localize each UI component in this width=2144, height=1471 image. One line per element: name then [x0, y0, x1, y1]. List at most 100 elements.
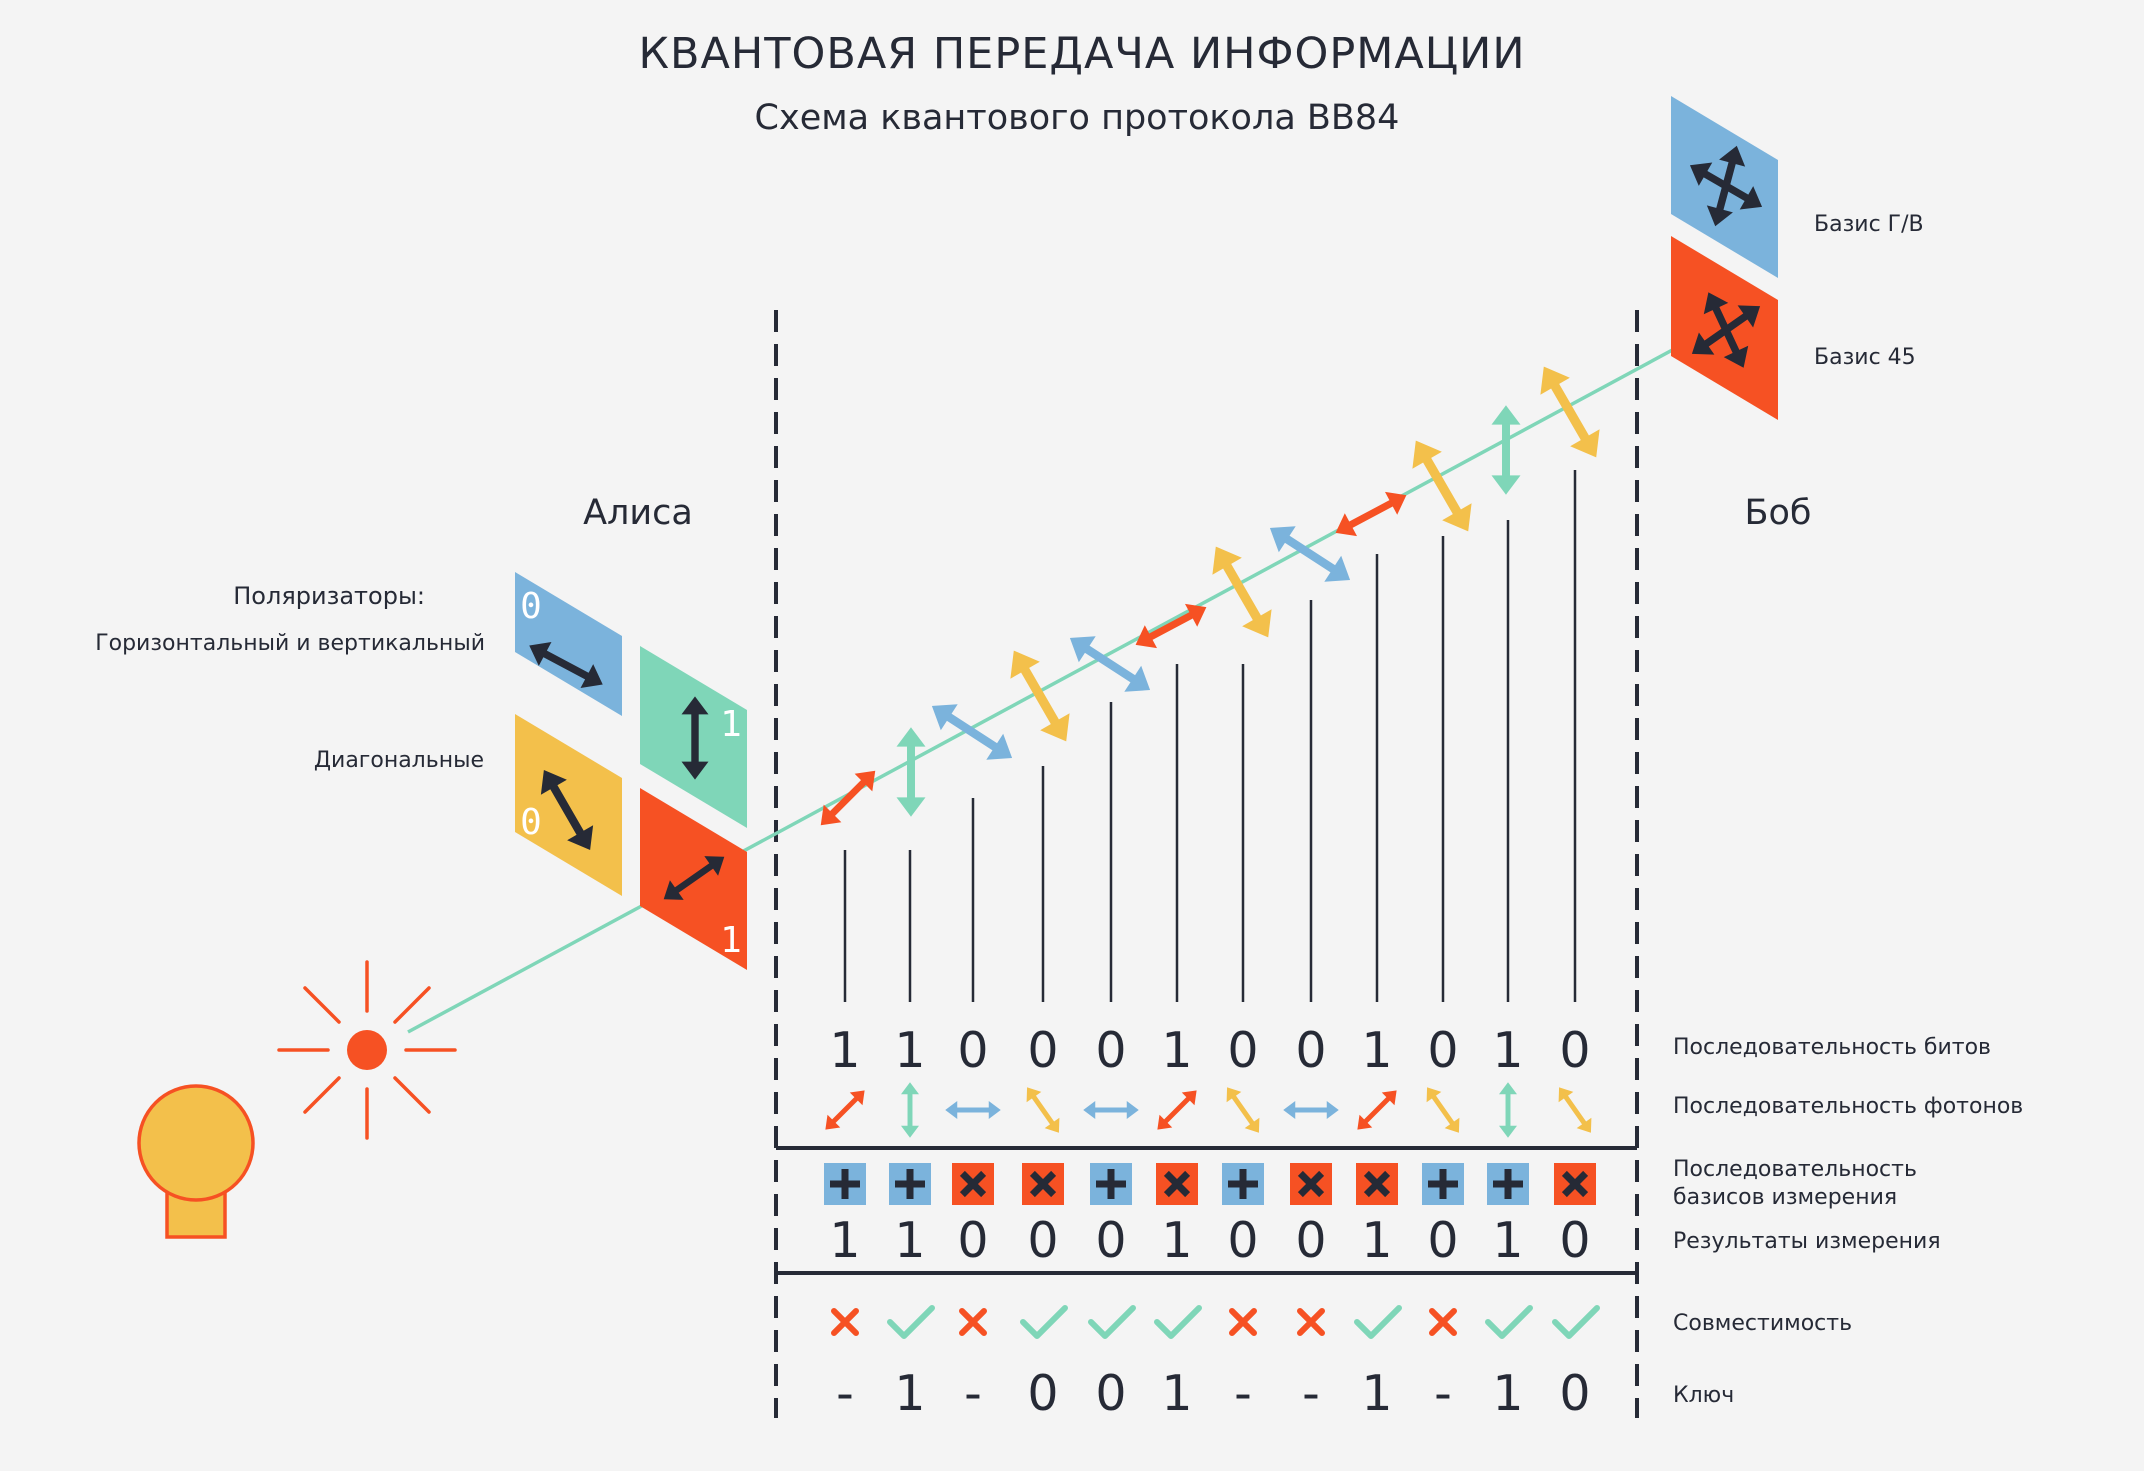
- photon-polarization-arrow: [1352, 1085, 1402, 1135]
- basis-cross-icon: [1355, 1162, 1399, 1206]
- basis-plus-icon: [1422, 1163, 1464, 1205]
- alice-polarizers: 0 1 0 1: [515, 572, 747, 970]
- bob-basis-45-label: Базис 45: [1814, 345, 1916, 370]
- beam-photon-arrow: [1531, 360, 1609, 464]
- bit-value: 0: [1027, 1022, 1058, 1079]
- photon-polarization-arrow: [1152, 1085, 1202, 1135]
- photon-polarization-arrow: [820, 1085, 870, 1135]
- cross-icon: [1232, 1311, 1254, 1333]
- beam-photon-arrow: [814, 764, 883, 833]
- cross-icon: [1432, 1311, 1454, 1333]
- result-value: 0: [957, 1212, 988, 1269]
- bit-value: 1: [1361, 1022, 1392, 1079]
- basis-plus-icon: [1487, 1163, 1529, 1205]
- key-value: 0: [1027, 1365, 1058, 1422]
- key-value: 0: [1095, 1365, 1126, 1422]
- beam-photon-arrow: [1001, 644, 1079, 748]
- basis-cross-icon: [1289, 1162, 1333, 1206]
- beam-photon-arrow: [1403, 434, 1481, 538]
- basis-plus-icon: [824, 1163, 866, 1205]
- photon-polarization-arrow: [1284, 1102, 1338, 1118]
- result-value: 1: [894, 1212, 925, 1269]
- basis-plus-icon: [1090, 1163, 1132, 1205]
- bit-value: 1: [1492, 1022, 1523, 1079]
- light-rays: [277, 960, 457, 1140]
- result-value: 1: [1161, 1212, 1192, 1269]
- light-core: [347, 1030, 387, 1070]
- polarizer-horizontal-digit: 0: [520, 586, 542, 627]
- compat-row: [834, 1308, 1597, 1336]
- cross-icon: [1300, 1311, 1322, 1333]
- beam-photon-arrow: [1493, 407, 1519, 494]
- polarizers-heading: Поляризаторы:: [233, 582, 425, 610]
- result-value: 0: [1095, 1212, 1126, 1269]
- photons-row: [820, 1083, 1597, 1137]
- result-value: 0: [1027, 1212, 1058, 1269]
- check-icon: [1157, 1308, 1199, 1336]
- key-value: -: [1234, 1365, 1252, 1422]
- photon-polarization-arrow: [1500, 1083, 1516, 1137]
- bit-value: 0: [957, 1022, 988, 1079]
- bob-detectors: [1671, 96, 1778, 420]
- basis-cross-icon: [1155, 1162, 1199, 1206]
- bit-value: 1: [1161, 1022, 1192, 1079]
- diagram-subtitle: Схема квантового протокола BB84: [755, 98, 1400, 138]
- photon-polarization-arrow: [1021, 1083, 1065, 1137]
- check-icon: [1488, 1308, 1530, 1336]
- beam-photons: [814, 360, 1609, 832]
- bit-value: 0: [1295, 1022, 1326, 1079]
- result-value: 1: [1492, 1212, 1523, 1269]
- beam-photon-arrow: [898, 729, 924, 816]
- photon-polarization-arrow: [1084, 1102, 1138, 1118]
- photon-polarization-arrow: [1553, 1083, 1597, 1137]
- key-value: 1: [1361, 1365, 1392, 1422]
- key-value: 1: [894, 1365, 925, 1422]
- key-value: -: [964, 1365, 982, 1422]
- row-label-bases-line1: Последовательность: [1673, 1157, 1917, 1182]
- hv-polarizers-label: Горизонтальный и вертикальный: [95, 631, 485, 656]
- diagram-title: КВАНТОВАЯ ПЕРЕДАЧА ИНФОРМАЦИИ: [638, 29, 1525, 79]
- row-label-bases-line2: базисов измерения: [1673, 1185, 1897, 1210]
- lamp-icon: [137, 1084, 255, 1239]
- bit-value: 0: [1559, 1022, 1590, 1079]
- check-icon: [1357, 1308, 1399, 1336]
- key-value: -: [1434, 1365, 1452, 1422]
- row-label-photons: Последовательность фотонов: [1673, 1094, 2023, 1119]
- check-icon: [1091, 1308, 1133, 1336]
- bit-value: 0: [1227, 1022, 1258, 1079]
- basis-cross-icon: [951, 1162, 995, 1206]
- diagonal-polarizers-label: Диагональные: [314, 748, 484, 773]
- photon-stems: [843, 470, 1577, 1002]
- bob-basis-hv-label: Базис Г/В: [1814, 212, 1924, 237]
- bit-value: 0: [1427, 1022, 1458, 1079]
- light-source: [277, 960, 457, 1140]
- polarizer-vertical-digit: 1: [720, 704, 742, 745]
- photon-polarization-arrow: [1221, 1083, 1265, 1137]
- basis-plus-icon: [1222, 1163, 1264, 1205]
- result-value: 0: [1559, 1212, 1590, 1269]
- row-label-results: Результаты измерения: [1673, 1229, 1941, 1254]
- row-label-bits: Последовательность битов: [1673, 1035, 1991, 1060]
- photon-polarization-arrow: [946, 1102, 1000, 1118]
- basis-cross-icon: [1021, 1162, 1065, 1206]
- key-value: 1: [1492, 1365, 1523, 1422]
- cross-icon: [834, 1311, 856, 1333]
- photon-polarization-arrow: [902, 1083, 918, 1137]
- beam-photon-arrow: [1203, 540, 1281, 644]
- bit-value: 0: [1095, 1022, 1126, 1079]
- check-icon: [1555, 1308, 1597, 1336]
- row-label-key: Ключ: [1673, 1383, 1734, 1408]
- check-icon: [890, 1308, 932, 1336]
- polarizer-diagonal-0-digit: 0: [520, 802, 542, 843]
- result-value: 0: [1227, 1212, 1258, 1269]
- basis-cross-icon: [1553, 1162, 1597, 1206]
- bit-value: 1: [829, 1022, 860, 1079]
- result-value: 0: [1427, 1212, 1458, 1269]
- check-icon: [1023, 1308, 1065, 1336]
- key-value: 0: [1559, 1365, 1590, 1422]
- key-value: 1: [1161, 1365, 1192, 1422]
